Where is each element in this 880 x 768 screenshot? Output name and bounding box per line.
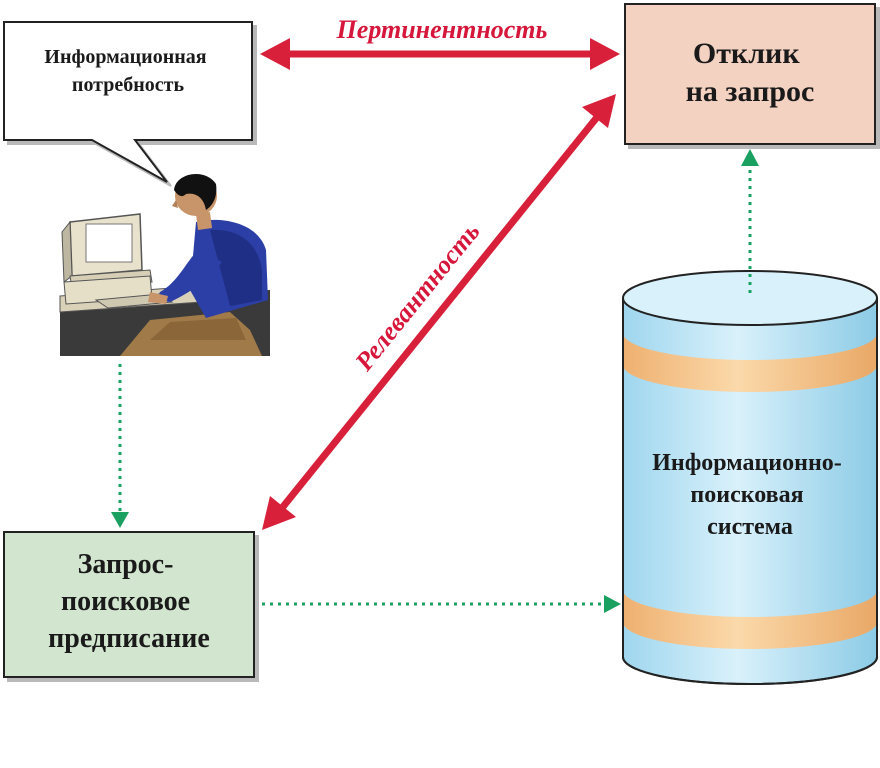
info-need-line-1: Информационная: [44, 46, 206, 68]
system-line-3: система: [707, 514, 793, 540]
cylinder-top: [622, 270, 878, 326]
svg-text:Информационно- поисковая: Информационно- поисковая система: [652, 450, 848, 540]
speech-bubble: [3, 21, 253, 183]
svg-text:Запрос- поисковое пред: Запрос- поисковое предписание: [48, 549, 210, 654]
pertinence-arrow: [260, 38, 620, 70]
pertinence-label: Пертинентность: [336, 15, 548, 44]
query-line-2: поисковое: [61, 586, 190, 617]
system-line-1: Информационно-: [652, 450, 842, 476]
response-node: [624, 3, 876, 145]
query-line-3: предписание: [48, 623, 210, 654]
svg-text:Информационная потребность: Информационная потребность: [44, 46, 211, 96]
info-need-line-2: потребность: [72, 74, 185, 96]
person-icon: [120, 173, 268, 356]
relevance-arrow: [262, 94, 616, 530]
query-node: [3, 531, 255, 678]
cylinder-band-top: [623, 333, 877, 392]
response-line-2: на запрос: [686, 75, 815, 108]
system-node: [622, 270, 878, 685]
flow-arrows: [111, 149, 759, 613]
cylinder-band-bottom: [623, 590, 877, 649]
system-line-2: поисковая: [690, 482, 803, 508]
response-line-1: Отклик: [693, 37, 800, 70]
svg-text:Отклик на запрос: Отклик на запрос: [686, 37, 815, 108]
relevance-label: Релевантность: [349, 217, 486, 377]
info-need-node: [3, 21, 253, 183]
query-line-1: Запрос-: [78, 549, 174, 580]
computer-monitor-icon: [61, 213, 153, 305]
person-at-computer-illustration: [59, 173, 270, 356]
